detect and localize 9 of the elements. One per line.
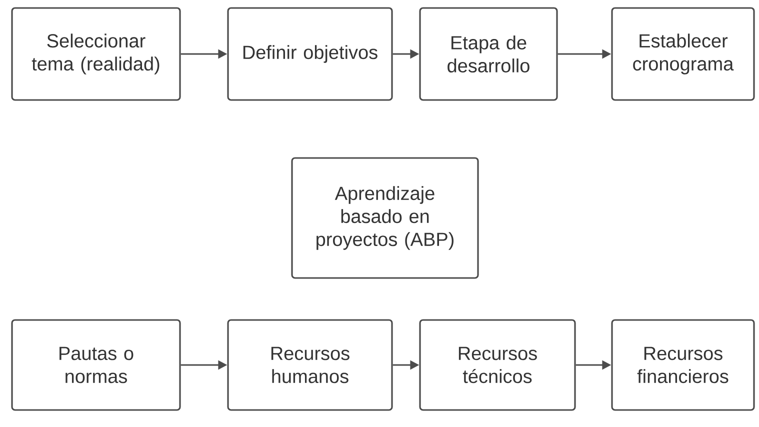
process-box: Etapa de desarrollo xyxy=(419,7,558,101)
process-box: Establecer cronograma xyxy=(611,7,755,101)
process-box: Seleccionar tema (realidad) xyxy=(11,7,181,101)
process-box: Recursos financieros xyxy=(611,319,755,411)
process-box: Definir objetivos xyxy=(227,7,393,101)
process-box: Aprendizaje basado en proyectos (ABP) xyxy=(291,157,479,279)
process-box: Recursos técnicos xyxy=(419,319,576,411)
process-box: Recursos humanos xyxy=(227,319,393,411)
process-box: Pautas o normas xyxy=(11,319,181,411)
